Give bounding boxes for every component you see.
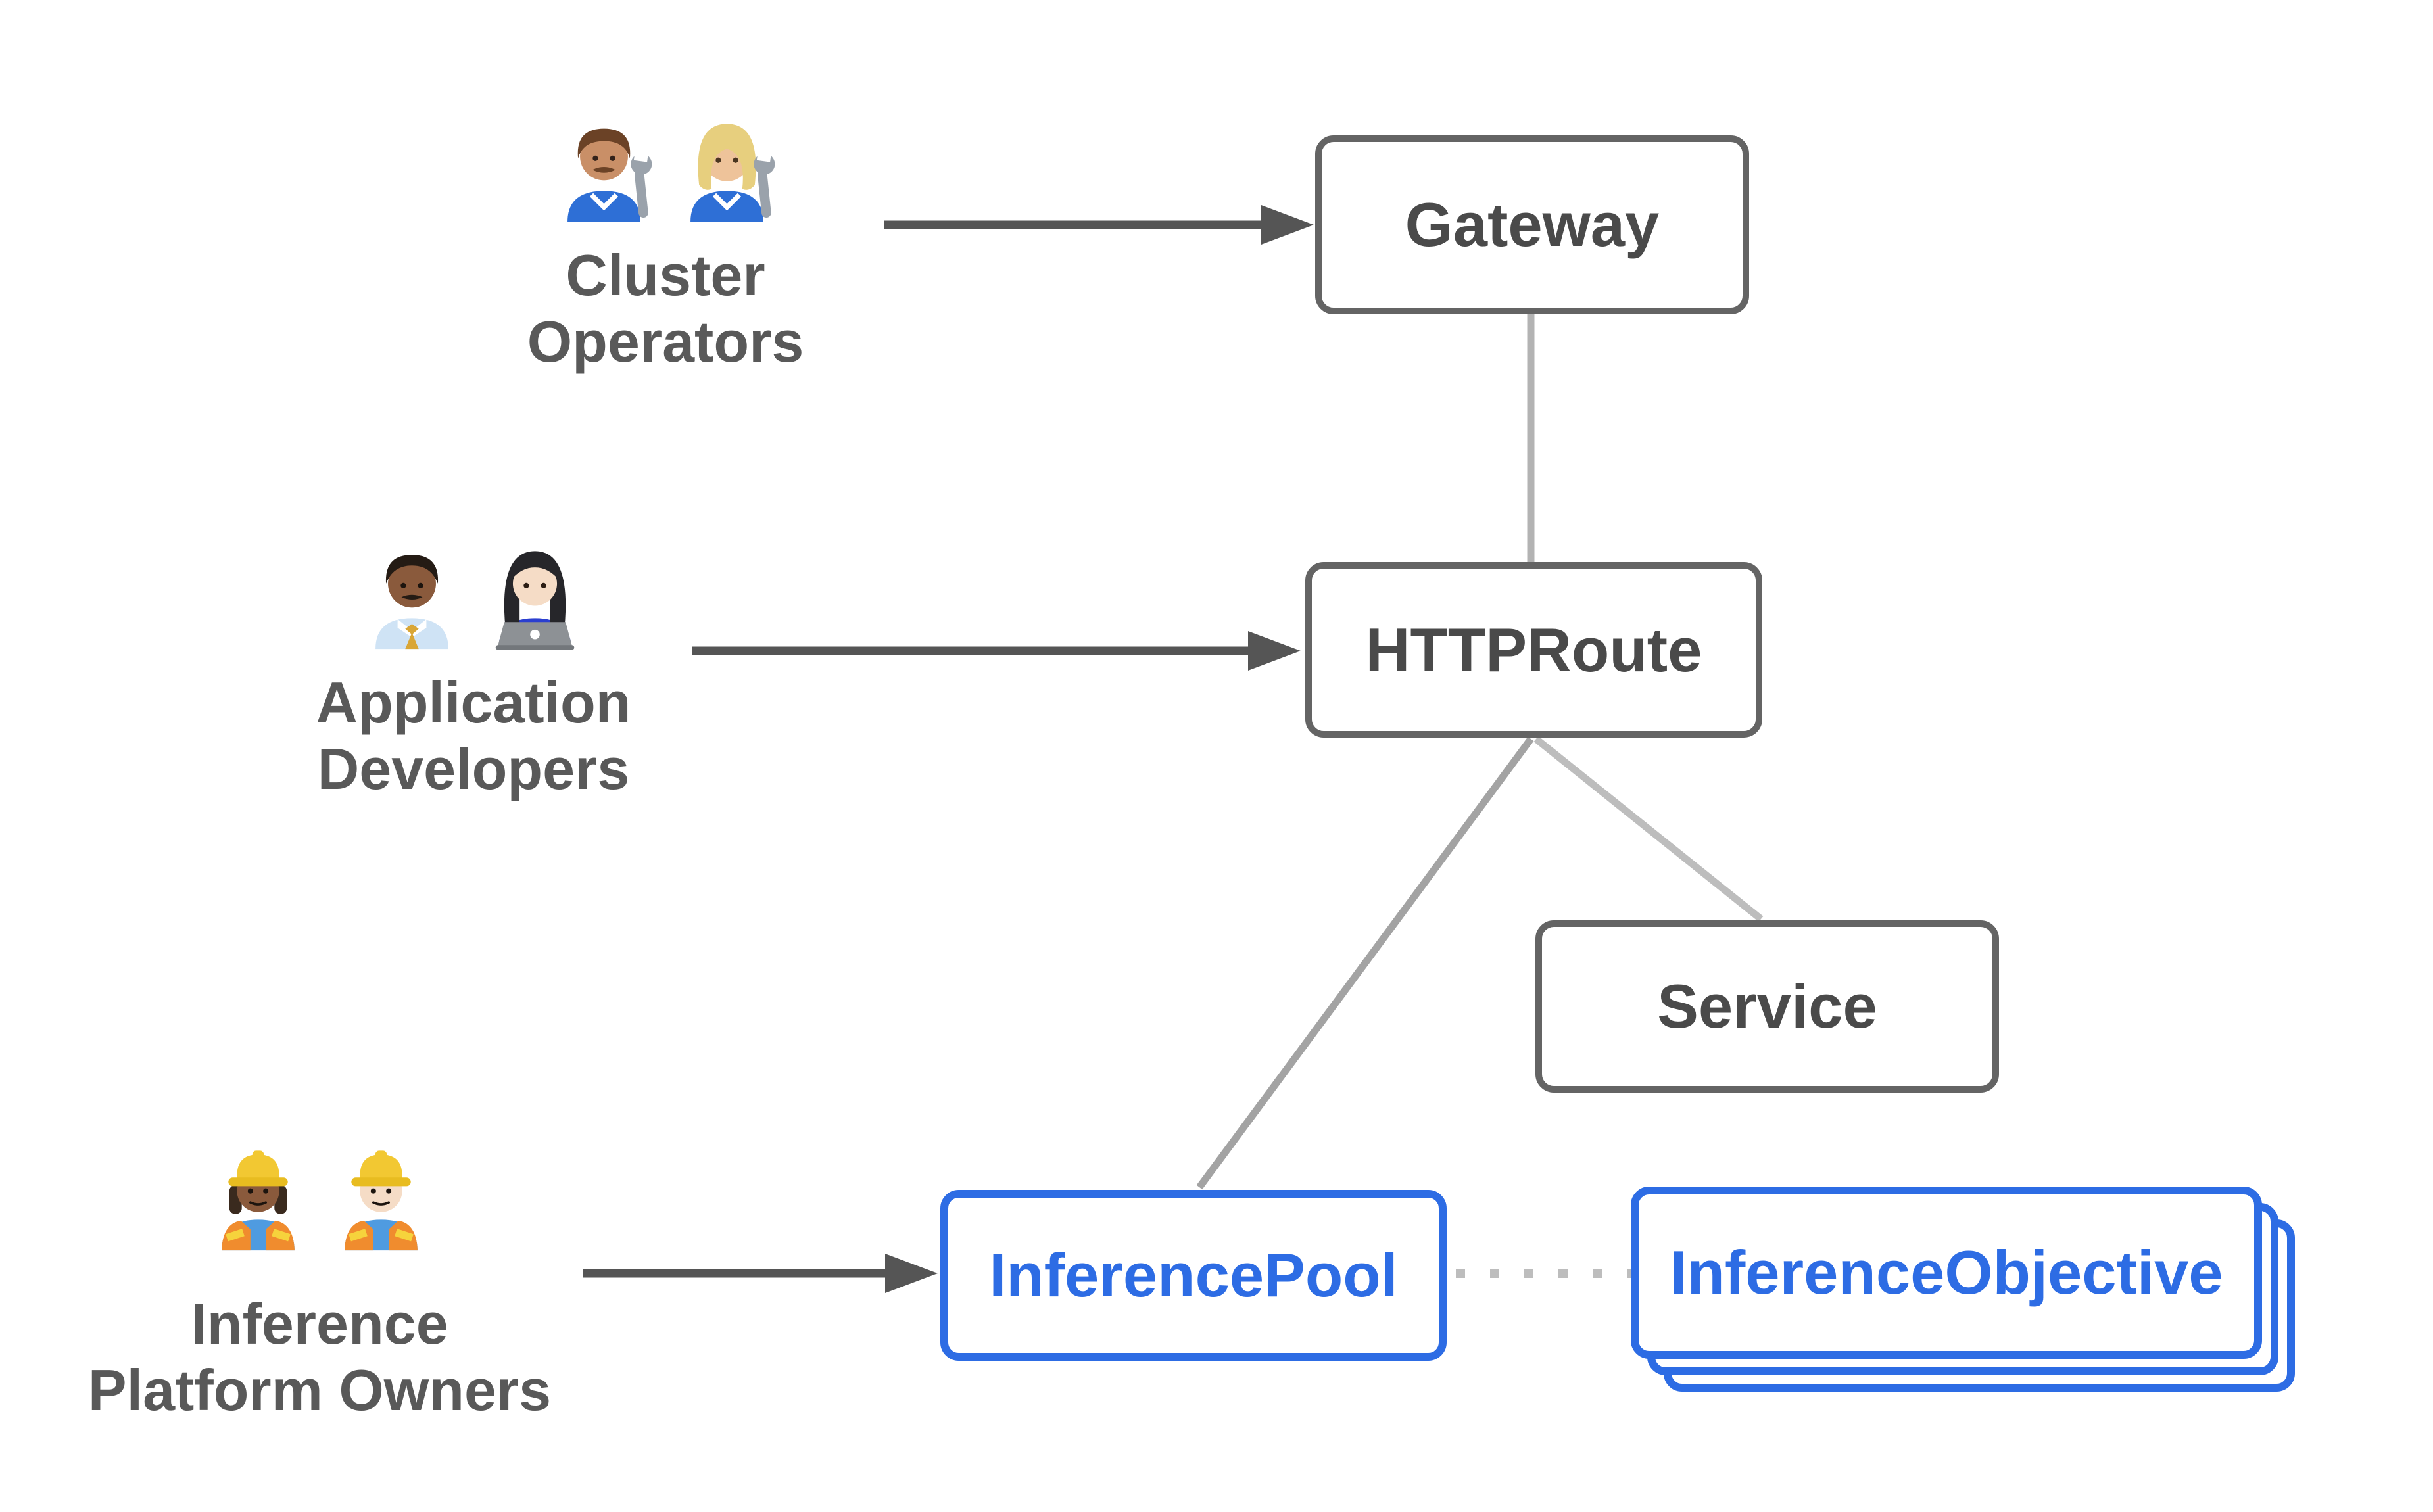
connector-httproute-service — [1533, 736, 1764, 922]
httproute-node-label: HTTPRoute — [1365, 615, 1702, 684]
persona-inference-platform-owners: Inference Platform Owners — [88, 1137, 551, 1423]
arrow-cluster-operators-to-gateway — [884, 205, 1314, 245]
laptop-icon — [495, 622, 575, 650]
gateway-node: Gateway — [1315, 135, 1749, 314]
wrench-icon — [631, 147, 652, 218]
hard-hat-icon — [228, 1150, 288, 1187]
inferencepool-node-label: InferencePool — [989, 1240, 1398, 1310]
arrow-application-developers-to-httproute — [692, 631, 1301, 671]
arrowhead-icon — [1261, 205, 1314, 245]
gateway-node-label: Gateway — [1405, 190, 1660, 259]
service-node: Service — [1535, 920, 1999, 1093]
arrowhead-icon — [1248, 631, 1301, 671]
inferencepool-node: InferencePool — [940, 1190, 1447, 1361]
application-developers-emoji-row — [354, 536, 592, 651]
inference-platform-owners-label: Inference Platform Owners — [87, 1291, 552, 1423]
inferenceobjective-node: InferenceObjective — [1631, 1187, 2262, 1359]
inferenceobjective-node-label: InferenceObjective — [1670, 1238, 2223, 1307]
persona-cluster-operators: Cluster Operators — [488, 108, 843, 375]
application-developers-label: Application Developers — [316, 670, 631, 801]
arrow-platform-owners-to-inferencepool — [583, 1254, 938, 1293]
hard-hat-icon — [351, 1150, 411, 1187]
service-node-label: Service — [1657, 972, 1877, 1041]
inference-platform-owners-emoji-row — [201, 1137, 439, 1252]
man-mechanic-emoji — [567, 128, 652, 222]
persona-application-developers: Application Developers — [296, 536, 651, 802]
woman-construction-worker-emoji — [222, 1150, 295, 1251]
woman-technologist-emoji — [495, 551, 575, 650]
wrench-icon — [754, 147, 775, 218]
woman-mechanic-emoji — [690, 124, 775, 222]
connector-httproute-inferencepool — [1196, 736, 1534, 1190]
cluster-operators-emoji-row — [546, 108, 784, 224]
arrowhead-icon — [885, 1254, 938, 1293]
cluster-operators-label: Cluster Operators — [527, 243, 804, 374]
httproute-node: HTTPRoute — [1305, 562, 1762, 738]
man-construction-worker-emoji — [345, 1150, 418, 1251]
man-office-worker-emoji — [375, 555, 448, 650]
